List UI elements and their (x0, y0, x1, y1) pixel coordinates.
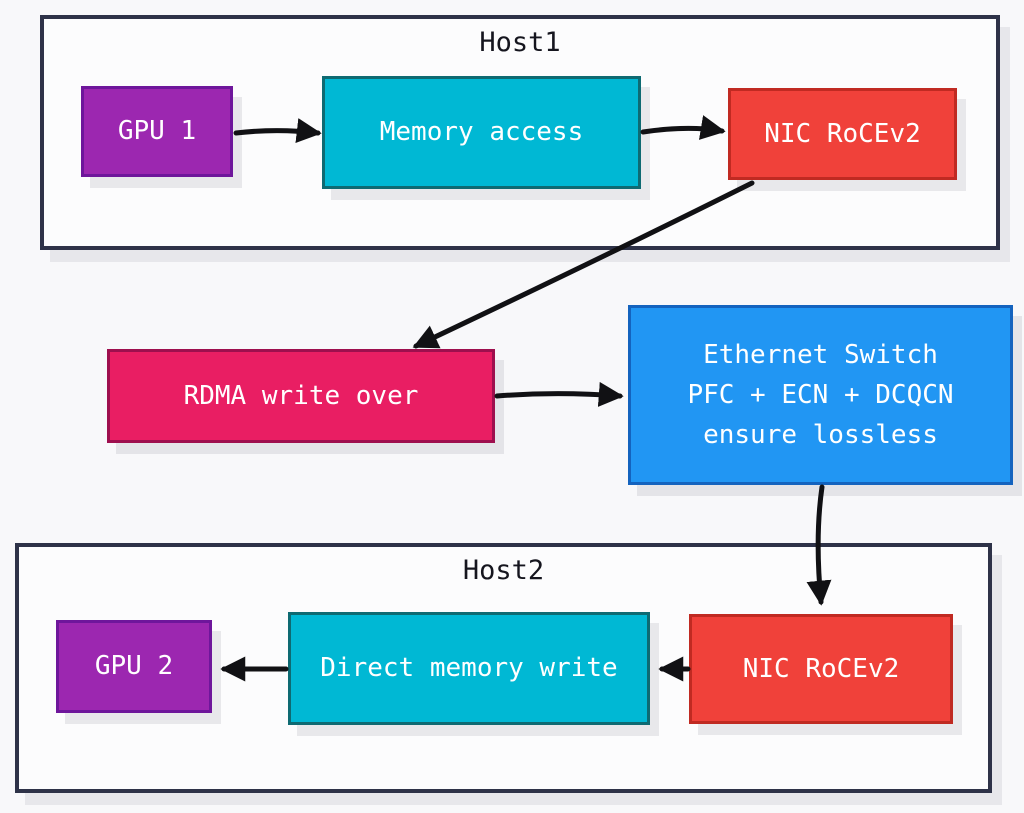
gpu2-label: GPU 2 (94, 651, 174, 682)
memory-access-node: Memory access (322, 76, 641, 189)
gpu1-label: GPU 1 (117, 116, 197, 147)
direct-memory-write-node: Direct memory write (288, 612, 650, 725)
nic-rocev2-host1-label: NIC RoCEv2 (764, 118, 921, 149)
rdma-write-node: RDMA write over (107, 349, 495, 443)
nic-rocev2-host2-label: NIC RoCEv2 (742, 653, 900, 684)
rdma-write-label: RDMA write over (183, 380, 419, 411)
host1-title: Host1 (479, 27, 561, 58)
ethernet-switch-line3: ensure lossless (703, 420, 938, 451)
ethernet-switch-label: Ethernet Switch PFC + ECN + DCQCN ensure… (687, 335, 953, 456)
arrow-rdma-to-switch (494, 381, 624, 407)
ethernet-switch-line2: PFC + ECN + DCQCN (687, 379, 954, 410)
nic-rocev2-host1-node: NIC RoCEv2 (728, 88, 957, 180)
gpu1-node: GPU 1 (81, 86, 233, 177)
ethernet-switch-line1: Ethernet Switch (703, 339, 938, 370)
ethernet-switch-node: Ethernet Switch PFC + ECN + DCQCN ensure… (628, 305, 1013, 485)
direct-memory-write-label: Direct memory write (320, 653, 618, 684)
memory-access-label: Memory access (379, 117, 584, 148)
gpu2-node: GPU 2 (56, 620, 212, 713)
nic-rocev2-host2-node: NIC RoCEv2 (689, 614, 953, 724)
host2-title: Host2 (462, 555, 545, 586)
